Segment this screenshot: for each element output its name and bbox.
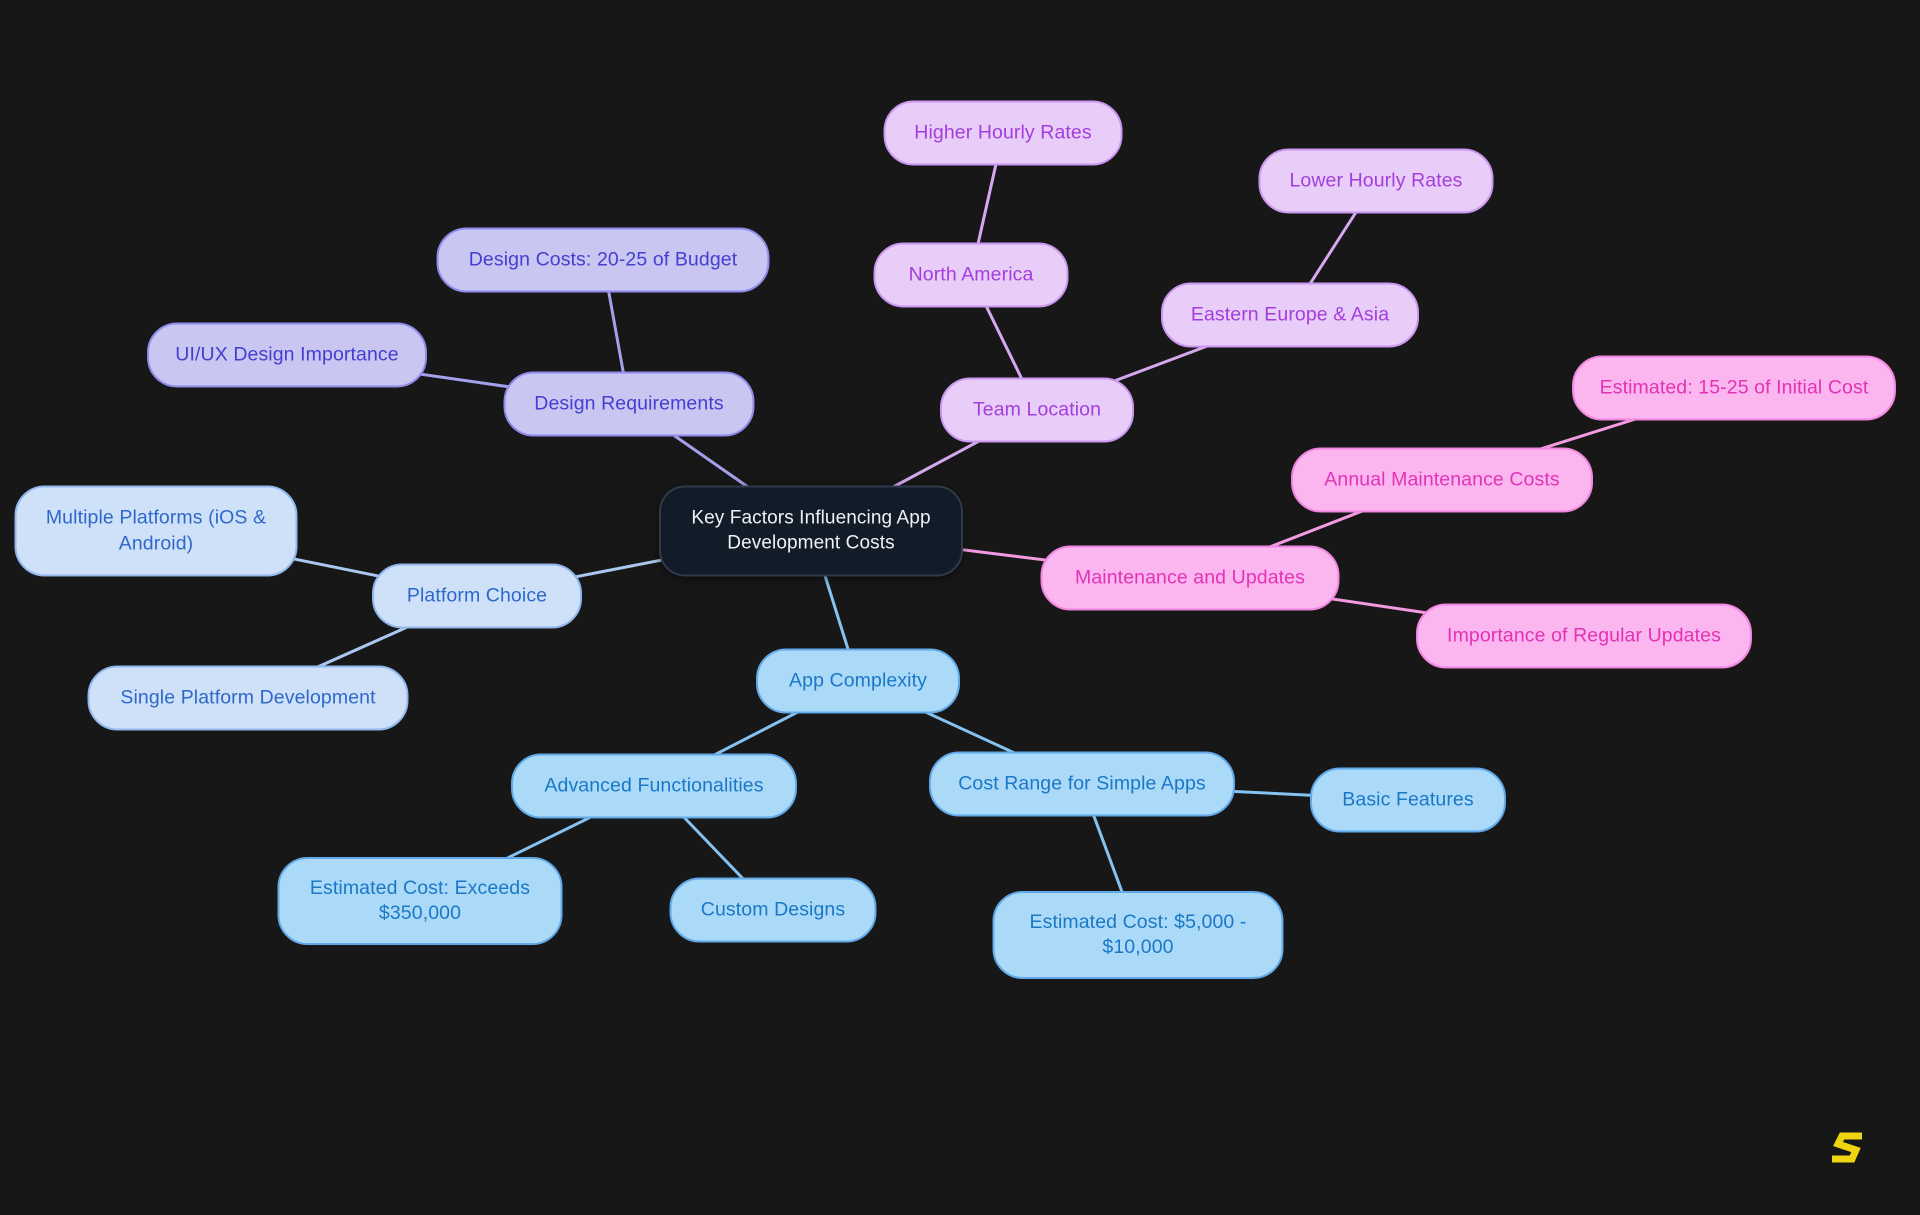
node-advanced-functionalities[interactable]: Advanced Functionalities <box>511 753 797 819</box>
node-label: App Complexity <box>789 669 927 692</box>
node-single-platform[interactable]: Single Platform Development <box>87 665 409 731</box>
node-importance-regular-updates[interactable]: Importance of Regular Updates <box>1416 603 1752 669</box>
node-eastern-europe-asia[interactable]: Eastern Europe & Asia <box>1161 282 1419 348</box>
node-design-costs[interactable]: Design Costs: 20-25 of Budget <box>436 227 770 293</box>
node-label: Importance of Regular Updates <box>1447 624 1721 647</box>
node-label: Annual Maintenance Costs <box>1324 468 1560 491</box>
node-label: Estimated: 15-25 of Initial Cost <box>1599 376 1869 399</box>
node-label: Design Requirements <box>534 392 724 415</box>
node-label: Design Costs: 20-25 of Budget <box>468 248 738 271</box>
node-label: Multiple Platforms (iOS & Android) <box>45 506 267 554</box>
node-estimated-exceeds-350k[interactable]: Estimated Cost: Exceeds $350,000 <box>277 857 563 945</box>
node-app-complexity[interactable]: App Complexity <box>756 648 960 714</box>
node-platform-choice[interactable]: Platform Choice <box>372 563 582 629</box>
node-label: Lower Hourly Rates <box>1289 169 1463 192</box>
node-label: Maintenance and Updates <box>1075 566 1305 589</box>
angular-s-icon <box>1832 1132 1862 1163</box>
node-ui-ux-design-importance[interactable]: UI/UX Design Importance <box>147 322 427 388</box>
node-label: Single Platform Development <box>120 686 376 709</box>
node-custom-designs[interactable]: Custom Designs <box>669 877 877 943</box>
node-label: Eastern Europe & Asia <box>1190 303 1390 326</box>
brand-logo <box>1829 1130 1865 1166</box>
node-north-america[interactable]: North America <box>873 242 1069 308</box>
node-central[interactable]: Key Factors Influencing App Development … <box>659 485 963 577</box>
node-label: Platform Choice <box>406 584 548 607</box>
node-label: North America <box>908 263 1034 286</box>
node-label: Estimated Cost: $5,000 - $10,000 <box>1029 910 1247 958</box>
node-design-requirements[interactable]: Design Requirements <box>503 371 755 437</box>
node-higher-hourly-rates[interactable]: Higher Hourly Rates <box>883 100 1123 166</box>
node-label: Higher Hourly Rates <box>914 121 1092 144</box>
node-basic-features[interactable]: Basic Features <box>1310 767 1506 833</box>
node-maintenance-and-updates[interactable]: Maintenance and Updates <box>1040 545 1340 611</box>
node-label: Custom Designs <box>700 898 846 921</box>
node-multiple-platforms[interactable]: Multiple Platforms (iOS & Android) <box>14 485 298 577</box>
node-label: Key Factors Influencing App Development … <box>691 507 931 553</box>
node-label: Advanced Functionalities <box>544 774 764 797</box>
node-label: UI/UX Design Importance <box>175 343 399 366</box>
node-cost-range-simple[interactable]: Cost Range for Simple Apps <box>929 751 1235 817</box>
node-team-location[interactable]: Team Location <box>940 377 1134 443</box>
node-label: Basic Features <box>1342 788 1474 811</box>
node-estimated-5k-10k[interactable]: Estimated Cost: $5,000 - $10,000 <box>992 891 1284 979</box>
node-annual-maintenance-costs[interactable]: Annual Maintenance Costs <box>1291 447 1593 513</box>
node-label: Estimated Cost: Exceeds $350,000 <box>309 876 531 924</box>
node-label: Team Location <box>972 398 1102 421</box>
node-lower-hourly-rates[interactable]: Lower Hourly Rates <box>1258 148 1494 214</box>
node-estimated-15-25[interactable]: Estimated: 15-25 of Initial Cost <box>1572 355 1896 421</box>
node-label: Cost Range for Simple Apps <box>958 772 1206 795</box>
